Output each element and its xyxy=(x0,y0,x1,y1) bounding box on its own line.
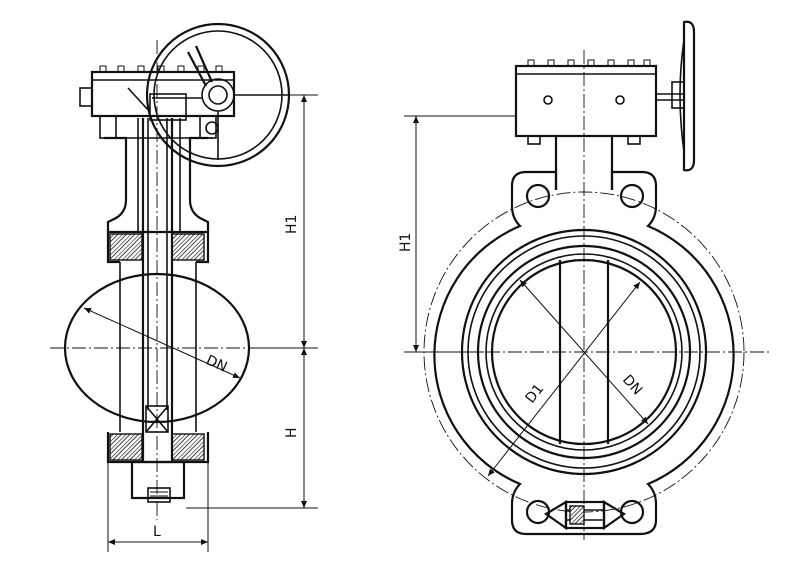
side-height-dimensions: H1 H xyxy=(186,94,318,509)
front-dn-label: DN xyxy=(619,372,645,399)
side-view: DN H1 H L xyxy=(50,22,318,552)
side-h-label: H xyxy=(284,427,300,438)
side-bottom-cap xyxy=(130,460,186,503)
side-neck xyxy=(104,118,212,232)
front-d1-label: D1 xyxy=(523,381,548,406)
side-h1-label: H1 xyxy=(284,215,300,234)
side-body xyxy=(106,230,210,464)
front-height-dimension: H1 xyxy=(398,115,516,353)
front-bottom-nut xyxy=(543,500,627,531)
front-body-outline xyxy=(433,170,735,536)
side-l-label: L xyxy=(153,524,161,540)
side-seals xyxy=(109,233,205,461)
front-gearbox-bolts xyxy=(527,59,651,67)
front-h1-label: H1 xyxy=(398,233,414,252)
front-gearbox xyxy=(514,59,684,145)
side-width-dimension: L xyxy=(107,462,209,552)
front-view: D1 DN H1 xyxy=(398,20,770,540)
front-handwheel xyxy=(671,20,696,172)
side-stem xyxy=(141,118,174,462)
side-dn-label: DN xyxy=(204,352,230,375)
